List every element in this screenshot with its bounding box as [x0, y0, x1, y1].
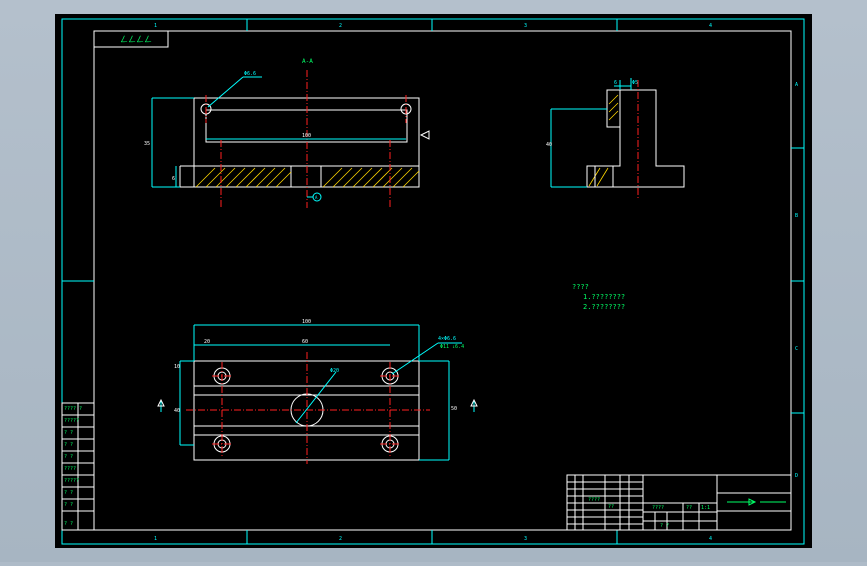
notes-heading: ????	[572, 283, 589, 291]
left-table-8: ? ?	[64, 502, 73, 508]
left-table-3: ? ?	[64, 442, 73, 448]
left-table-1: ?????	[64, 418, 79, 424]
left-change-table: ???? ? ????? ? ? ? ? ? ? ???? ????? ? ? …	[61, 402, 95, 531]
side-dim-height: 40	[546, 142, 552, 148]
corner-code-box	[93, 30, 169, 48]
title-cell-f: ? ?	[660, 523, 669, 529]
notes-line1: 1.????????	[583, 293, 625, 301]
zone-ticks	[61, 19, 804, 544]
section-view: A-A 10	[144, 58, 430, 208]
zone-bottom-1: 1	[154, 536, 157, 542]
plan-dim-small: 10	[174, 364, 180, 370]
plan-dim-width: 40	[174, 408, 180, 414]
section-hole-callout: Φ6.6	[244, 71, 256, 77]
left-table-0: ???? ?	[64, 406, 82, 412]
left-table-9: ? ?	[64, 521, 73, 527]
left-table-7: ? ?	[64, 490, 73, 496]
zone-top-4: 4	[709, 23, 712, 29]
left-table-6: ?????	[64, 478, 79, 484]
corner-code: ㄥㄥㄥㄥ	[120, 35, 152, 44]
title-cell-b: ??	[608, 504, 614, 510]
left-table-4: ? ?	[64, 454, 73, 460]
plan-dim-overall: 100	[302, 319, 311, 325]
left-table-2: ? ?	[64, 430, 73, 436]
section-dim-length: 100	[302, 133, 311, 139]
section-label: A-A	[302, 58, 313, 65]
section-dim-height: 35	[144, 141, 150, 147]
drawing-sheet	[55, 14, 812, 548]
plan-dim-center: 60	[302, 339, 308, 345]
plan-hole-callout: 4×Φ6.6	[438, 336, 456, 342]
notes-line2: 2.????????	[583, 303, 625, 311]
zone-bottom-4: 4	[709, 536, 712, 542]
zone-top-1: 1	[154, 23, 157, 29]
plan-view: 100 20 60 10 40 50 4×Φ6.6 Φ11 ↓6.4 Φ20	[157, 319, 478, 464]
side-view: 6 Φ5 40	[546, 78, 685, 198]
title-cell-a: ????	[588, 497, 600, 503]
title-cell-c: ????	[652, 505, 664, 511]
section-hatch	[195, 167, 420, 188]
side-dim-top2: Φ5	[632, 80, 638, 86]
title-block: ???? ?? ???? ?? 1:1 ? ?	[566, 474, 792, 531]
side-dim-top: 6	[614, 80, 617, 86]
zone-right-d: D	[795, 473, 798, 479]
zone-top-3: 3	[524, 23, 527, 29]
left-table-5: ????	[64, 466, 76, 472]
zone-right-a: A	[795, 82, 798, 88]
title-cell-d: ??	[686, 505, 692, 511]
zone-bottom-3: 3	[524, 536, 527, 542]
zone-right-c: C	[795, 346, 798, 352]
zone-top-2: 2	[339, 23, 342, 29]
section-dim-base: 6	[172, 176, 175, 182]
plan-bore-callout: Φ20	[330, 368, 339, 374]
datum-circle	[312, 192, 322, 202]
zone-bottom-2: 2	[339, 536, 342, 542]
plan-dim-right: 50	[451, 406, 457, 412]
plan-hole-callout2: Φ11 ↓6.4	[440, 344, 464, 350]
title-cell-e: 1:1	[701, 505, 710, 511]
zone-right-b: B	[795, 213, 798, 219]
datum-label: A	[315, 195, 318, 200]
plan-dim-left: 20	[204, 339, 210, 345]
